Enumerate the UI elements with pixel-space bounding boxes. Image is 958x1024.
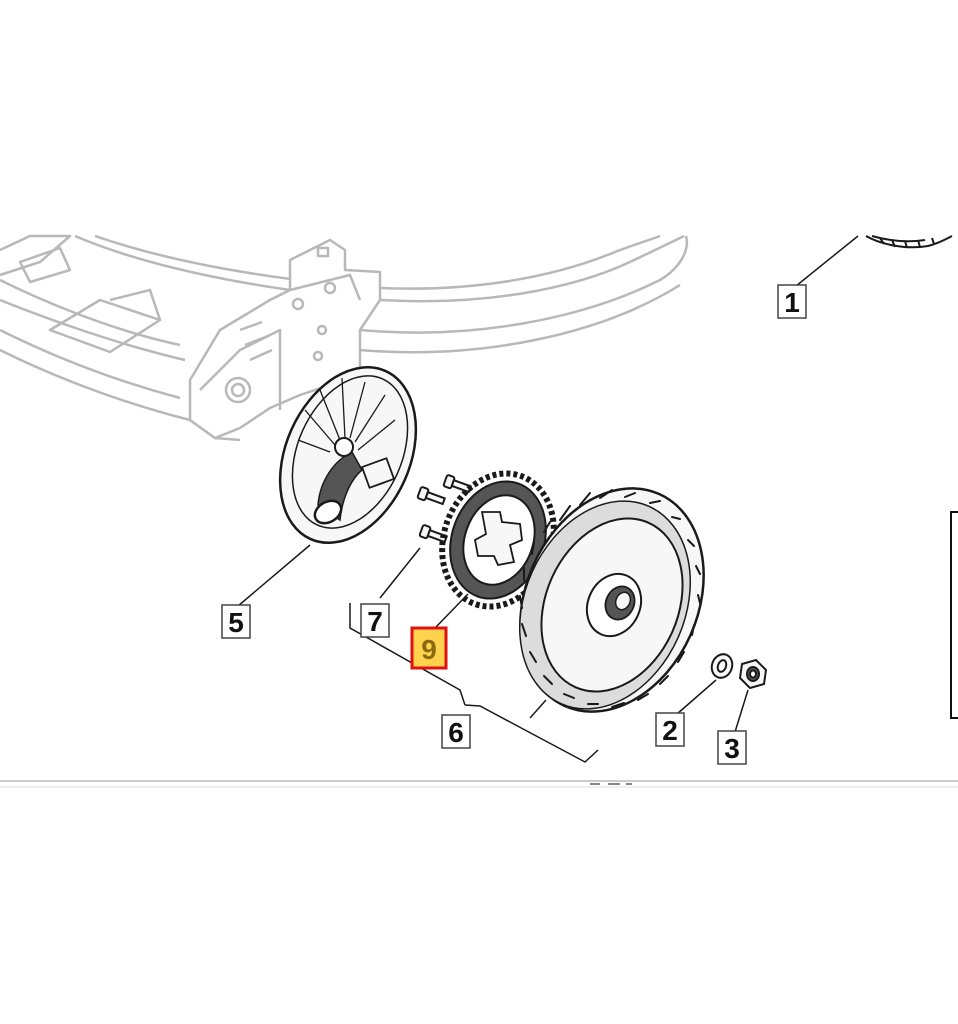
label-6: 6: [441, 714, 471, 749]
nut-part: [738, 658, 768, 690]
svg-text:7: 7: [367, 606, 383, 637]
rear-wheel-partial: [865, 235, 953, 249]
wheel-cover-part: [278, 366, 418, 544]
svg-text:5: 5: [228, 607, 244, 638]
label-3: 3: [717, 730, 747, 765]
washer-part: [710, 653, 734, 679]
svg-text:3: 3: [724, 733, 740, 764]
right-frame-edge: [950, 511, 958, 719]
label-7: 7: [360, 603, 390, 638]
svg-text:9: 9: [421, 634, 437, 665]
gear-ring-part: [439, 470, 557, 610]
leader-lines: [237, 235, 859, 763]
svg-text:2: 2: [662, 715, 678, 746]
svg-text:6: 6: [448, 717, 464, 748]
label-2: 2: [655, 712, 685, 747]
svg-text:1: 1: [784, 287, 800, 318]
mower-deck-outline: [0, 234, 689, 442]
front-wheel-part: [518, 487, 705, 713]
bolts-part: [416, 474, 473, 544]
label-1: 1: [777, 284, 807, 319]
label-9-highlighted: 9: [410, 626, 448, 670]
label-5: 5: [221, 604, 251, 639]
